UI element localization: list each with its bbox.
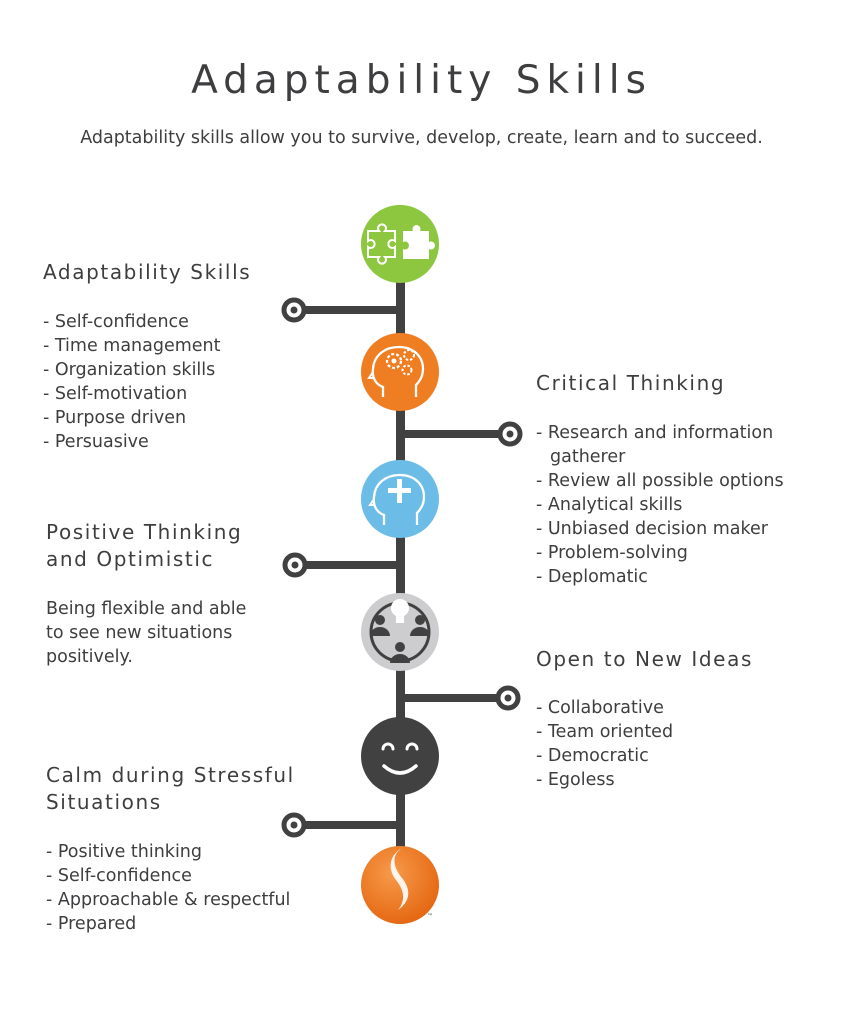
logo-mark: ™	[361, 846, 439, 924]
heading-line: Situations	[46, 790, 162, 814]
list-item: - Prepared	[46, 914, 137, 934]
heading-line: Calm during Stressful	[46, 763, 295, 787]
positive-thinking-description: Being flexible and able to see new situa…	[46, 597, 246, 669]
gears-head-icon	[361, 333, 439, 411]
list-item: - Time management	[43, 336, 221, 356]
list-item: - Research and information	[536, 423, 774, 443]
list-item: - Review all possible options	[536, 471, 784, 491]
adaptability-list: - Self-confidence - Time management - Or…	[43, 310, 221, 454]
list-item: - Self-confidence	[46, 866, 192, 886]
timeline-spine	[396, 250, 405, 890]
branch-left-1	[281, 297, 400, 323]
heading-line: and Optimistic	[46, 547, 215, 571]
list-item: - Analytical skills	[536, 495, 683, 515]
list-item: - Deplomatic	[536, 567, 648, 587]
list-item: - Self-motivation	[43, 384, 188, 404]
list-item: - Purpose driven	[43, 408, 187, 428]
branch-right-1	[400, 421, 523, 447]
section-heading-positive-thinking: Positive Thinking and Optimistic	[46, 519, 242, 573]
branch-left-3	[281, 812, 400, 838]
heading-line: Positive Thinking	[46, 520, 243, 544]
section-heading-calm: Calm during Stressful Situations	[46, 762, 295, 816]
description-line: Being flexible and able	[46, 599, 247, 619]
list-item: - Collaborative	[536, 698, 664, 718]
list-item: - Egoless	[536, 770, 615, 790]
list-item: - Problem-solving	[536, 543, 688, 563]
description-line: to see new situations	[46, 623, 233, 643]
branch-left-2	[282, 552, 400, 578]
list-item: - Positive thinking	[46, 842, 203, 862]
calm-list: - Positive thinking - Self-confidence - …	[46, 840, 290, 936]
list-item: - Organization skills	[43, 360, 216, 380]
page-subtitle: Adaptability skills allow you to survive…	[80, 128, 763, 148]
page-title: Adaptability Skills	[191, 58, 652, 103]
branch-right-2	[400, 685, 521, 711]
trademark-symbol: ™	[427, 913, 433, 920]
section-heading-open-ideas: Open to New Ideas	[536, 647, 753, 671]
open-ideas-list: - Collaborative - Team oriented - Democr…	[536, 696, 673, 792]
smiley-face-icon	[361, 717, 439, 795]
list-item: - Self-confidence	[43, 312, 189, 332]
description-line: positively.	[46, 647, 133, 667]
list-item: - Approachable & respectful	[46, 890, 291, 910]
plus-head-icon	[361, 460, 439, 538]
people-network-icon	[361, 593, 439, 671]
list-item: - Democratic	[536, 746, 649, 766]
section-heading-critical-thinking: Critical Thinking	[536, 371, 726, 395]
section-heading-adaptability: Adaptability Skills	[43, 260, 252, 284]
list-item-continuation: gatherer	[550, 447, 626, 467]
list-item: - Unbiased decision maker	[536, 519, 768, 539]
list-item: - Team oriented	[536, 722, 674, 742]
puzzle-icon	[361, 205, 439, 283]
list-item: - Persuasive	[43, 432, 149, 452]
critical-thinking-list: - Research and information gatherer - Re…	[536, 421, 784, 589]
